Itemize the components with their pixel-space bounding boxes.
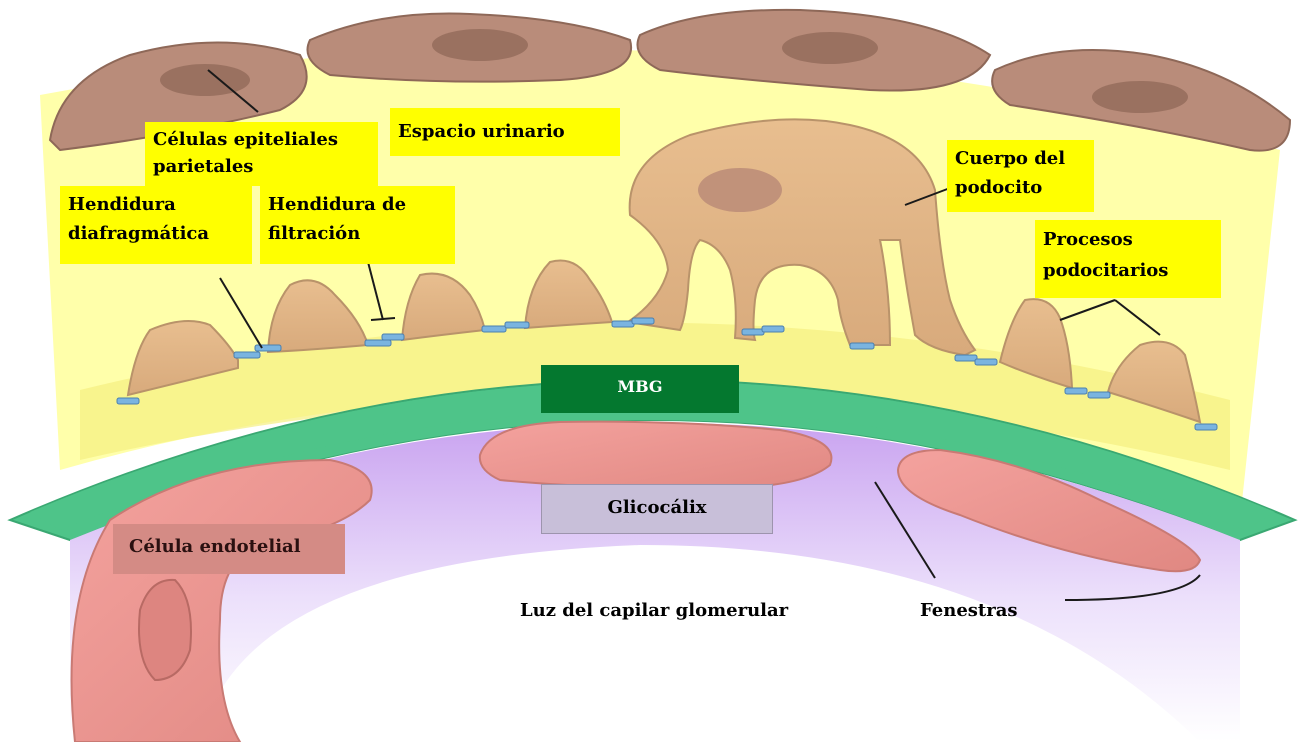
label-parietal-line2: parietales <box>153 153 370 180</box>
label-podocyte-body-line2: podocito <box>955 173 1086 202</box>
label-slit-diaphragm-line1: Hendidura <box>68 190 244 219</box>
label-urinary-space-text: Espacio urinario <box>398 111 612 153</box>
label-filtration-slit: Hendidura de filtración <box>260 186 455 264</box>
label-glycocalyx: Glicocálix <box>541 484 773 534</box>
label-endothelial-cell: Célula endotelial <box>113 524 345 574</box>
label-foot-processes: Procesos podocitarios <box>1035 220 1221 298</box>
label-urinary-space: Espacio urinario <box>390 108 620 156</box>
label-podocyte-body: Cuerpo del podocito <box>947 140 1094 212</box>
label-parietal-line1: Células epiteliales <box>153 126 370 153</box>
label-filtration-slit-line2: filtración <box>268 219 447 248</box>
podocyte-nucleus <box>698 168 782 212</box>
label-podocyte-body-line1: Cuerpo del <box>955 144 1086 173</box>
label-endothelial-cell-text: Célula endotelial <box>129 528 329 566</box>
label-foot-processes-line2: podocitarios <box>1043 255 1213 286</box>
label-fenestrae-text: Fenestras <box>920 598 1040 624</box>
label-filtration-slit-line1: Hendidura de <box>268 190 447 219</box>
label-glycocalyx-text: Glicocálix <box>542 485 772 531</box>
label-capillary-lumen-text: Luz del capilar glomerular <box>520 598 840 624</box>
label-gbm: MBG <box>541 365 739 413</box>
label-gbm-text: MBG <box>541 365 739 409</box>
label-slit-diaphragm-line2: diafragmática <box>68 219 244 248</box>
label-capillary-lumen: Luz del capilar glomerular <box>520 598 840 628</box>
label-fenestrae: Fenestras <box>920 598 1040 628</box>
label-slit-diaphragm: Hendidura diafragmática <box>60 186 252 264</box>
label-parietal-cells: Células epiteliales parietales <box>145 122 378 186</box>
label-foot-processes-line1: Procesos <box>1043 224 1213 255</box>
